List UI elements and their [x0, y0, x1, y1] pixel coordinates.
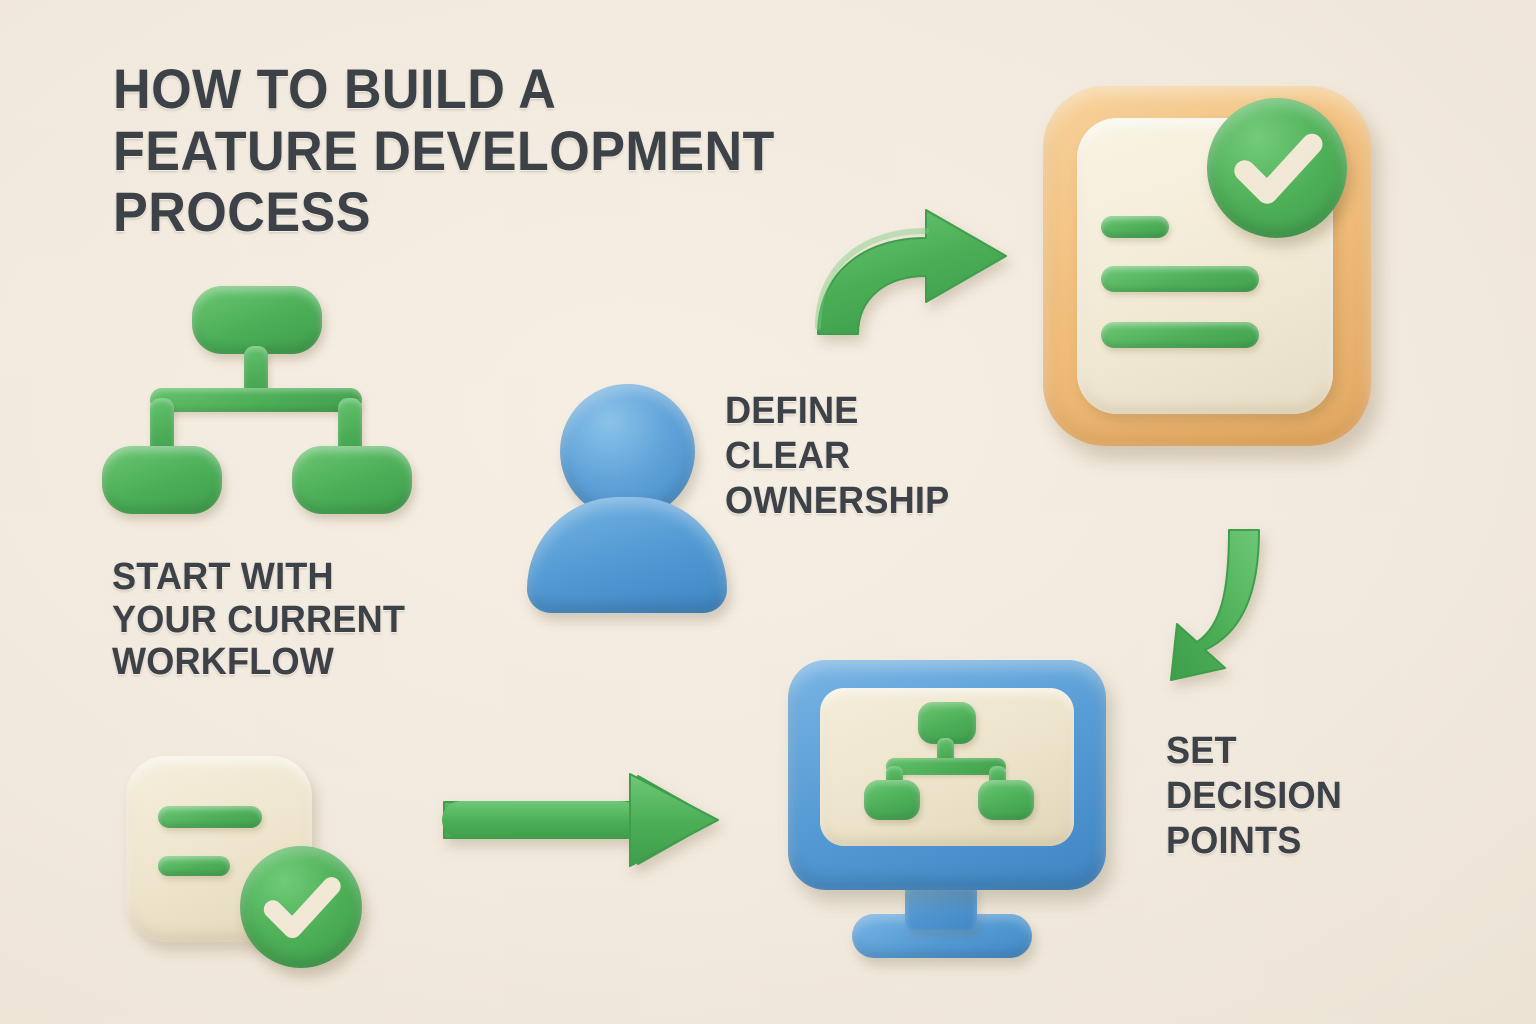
page-title: HOW TO BUILD A FEATURE DEVELOPMENT PROCE…: [113, 57, 775, 244]
checklist-line-2: [1101, 266, 1259, 292]
checklist-line-1: [1101, 216, 1169, 238]
screen-flowchart-right-node: [978, 780, 1034, 820]
monitor-flowchart-icon: [788, 660, 1118, 970]
person-icon: [527, 384, 727, 613]
document-line-1: [158, 806, 262, 828]
step-label-define-clear-ownership: DEFINE CLEAR OWNERSHIP: [725, 390, 950, 522]
step-label-start-with-your-current-workflow: START WITH YOUR CURRENT WORKFLOW: [112, 556, 406, 684]
checklist-line-3: [1101, 322, 1259, 348]
org-chart-crossbar: [150, 388, 362, 412]
document-line-2: [158, 856, 230, 876]
org-chart-right-node: [292, 446, 412, 514]
step-label-set-decision-points: SET DECISION POINTS: [1166, 730, 1343, 862]
arrow-straight-right-icon: [430, 768, 726, 872]
check-icon: [240, 846, 362, 968]
document-check-icon: [126, 756, 362, 968]
monitor-screen: [820, 688, 1074, 846]
screen-flowchart-crossbar: [886, 758, 1006, 775]
arrow-curve-down-icon: [1163, 518, 1279, 700]
screen-flowchart-root-node: [918, 702, 976, 744]
screen-flowchart-left-node: [864, 780, 920, 820]
checklist-card-icon: [1043, 86, 1371, 446]
org-chart-left-node: [102, 446, 222, 514]
arrow-curve-right-icon: [800, 182, 1024, 352]
person-body: [527, 497, 727, 613]
org-chart-root-node: [192, 286, 322, 354]
checklist-card-page: [1077, 118, 1333, 414]
org-chart-icon: [96, 286, 426, 534]
person-head: [560, 384, 695, 519]
monitor-neck: [905, 882, 977, 930]
check-icon: [1207, 98, 1347, 238]
